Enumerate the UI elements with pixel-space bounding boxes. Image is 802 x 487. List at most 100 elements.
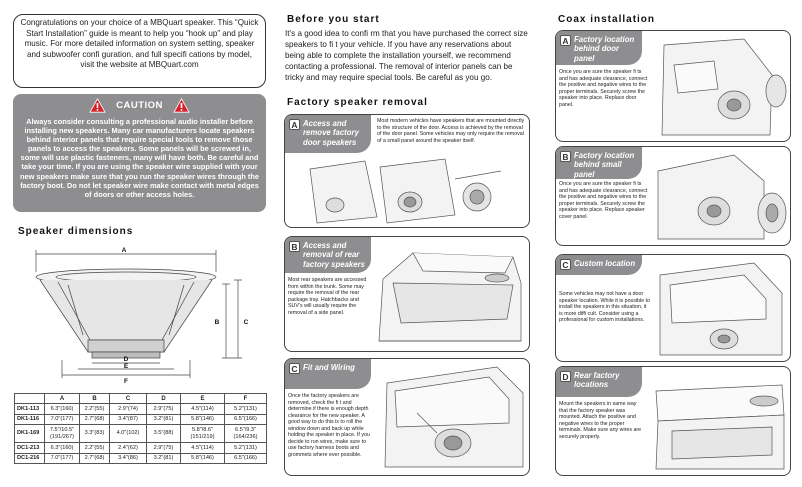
table-header-row: A B C D E F [14, 392, 267, 405]
table-cell: 5.2"(131) [224, 403, 267, 415]
panel-tab: B Factory location behind small panel [556, 147, 642, 179]
table-cell: 3.3"(83) [79, 424, 110, 444]
table-row: DK1-169 7.5"/10.5" (191/267) 3.3"(83) 4.… [14, 424, 267, 444]
panel-text: Some vehicles may not have a door speake… [559, 291, 650, 323]
model-cell: DK1-116 [14, 413, 45, 426]
coax-title: Coax installation [558, 14, 656, 25]
intro-text: Congratulations on your choice of a MBQu… [20, 18, 259, 70]
panel-tab: C Custom location [556, 255, 642, 275]
coax-panel-d: D Rear factory locations Mount the speak… [555, 366, 791, 476]
table-cell: 2.9"(75) [146, 442, 181, 454]
table-cell: 5.8"(146) [180, 452, 225, 464]
panel-label: Factory location behind door panel [574, 35, 635, 63]
table-header [14, 392, 45, 405]
coax-panel-c: C Custom location Some vehicles may not … [555, 254, 791, 362]
panel-label: Access and remove factory door speakers [303, 119, 359, 147]
table-header: C [109, 392, 147, 405]
warning-triangle-icon [89, 98, 106, 113]
speaker-dimensions-title: Speaker dimensions [18, 226, 134, 237]
model-cell: DK1-169 [14, 424, 45, 444]
table-cell: 4.5"(114) [180, 442, 225, 454]
before-text: It’s a good idea to conﬁ rm that you hav… [285, 29, 528, 83]
panel-letter: D [560, 371, 571, 382]
speaker-dimension-drawing: A B C D E F [35, 247, 249, 385]
table-cell: 5.8"(146) [180, 413, 225, 426]
table-cell: 2.9"(74) [109, 403, 147, 415]
dim-label-b: B [215, 319, 220, 326]
table-header: F [224, 392, 267, 405]
table-header: A [44, 392, 80, 405]
table-row: DK1-113 6.3"(160) 2.2"(55) 2.9"(74) 2.9"… [14, 403, 267, 415]
table-cell: 3.5"(88) [146, 424, 181, 444]
panel-letter: A [560, 35, 571, 46]
custom-location-illustration [659, 262, 783, 356]
table-cell: 6.5"(166) [224, 413, 267, 426]
before-title: Before you start [287, 14, 380, 25]
table-cell: 6.5"(166) [224, 452, 267, 464]
table-cell: 6.3"(160) [44, 442, 80, 454]
panel-text: Once the factory speakers are removed, c… [288, 393, 370, 458]
table-cell: 2.7"(68) [79, 413, 110, 426]
panel-tab: B Access and removal of rear factory spe… [285, 237, 371, 273]
window-fit-illustration [384, 366, 524, 468]
table-cell: 2.9"(75) [146, 403, 181, 415]
removal-panel-a: A Access and remove factory door speaker… [284, 114, 530, 228]
table-row: DK1-116 7.0"(177) 2.7"(68) 3.4"(87) 3.2"… [14, 413, 267, 426]
panel-letter: B [560, 151, 571, 162]
panel-text: Mount the speakers in same way that the … [559, 401, 642, 440]
panel-letter: C [289, 363, 300, 374]
trunk-illustration [378, 252, 522, 342]
dim-label-f: F [124, 378, 128, 385]
panel-text: Most rear speakers are accessed from wit… [288, 277, 367, 316]
table-cell: 6.5"/9.3" (164/236) [224, 424, 267, 444]
panel-tab: A Factory location behind door panel [556, 31, 642, 65]
table-row: DC1-213 6.3"(160) 2.2"(55) 2.4"(62) 2.9"… [14, 442, 267, 454]
dim-label-a: A [122, 247, 127, 254]
table-cell: 5.2"(131) [224, 442, 267, 454]
caution-box: CAUTION Always consider consulting a pro… [13, 94, 266, 212]
panel-text: Once you are sure the speaker ﬁ ts and h… [559, 181, 648, 220]
panel-tab: C Fit and Wiring [285, 359, 371, 389]
panel-text: Most modern vehicles have speakers that … [377, 118, 525, 144]
table-cell: 3.4"(86) [109, 452, 147, 464]
dim-label-e: E [124, 363, 129, 370]
coax-panel-a: A Factory location behind door panel Onc… [555, 30, 791, 142]
caution-header: CAUTION [19, 98, 260, 113]
panel-letter: C [560, 259, 571, 270]
table-cell: 6.3"(160) [44, 403, 80, 415]
table-cell: 4.5"(114) [180, 403, 225, 415]
table-cell: 7.0"(177) [44, 452, 80, 464]
dim-label-c: C [244, 319, 249, 326]
table-row: DC1-216 7.0"(177) 2.7"(68) 3.4"(86) 3.2"… [14, 452, 267, 464]
table-cell: 4.0"(102) [109, 424, 147, 444]
panel-letter: B [289, 241, 300, 252]
coax-panel-b: B Factory location behind small panel On… [555, 146, 791, 246]
intro-box: Congratulations on your choice of a MBQu… [13, 14, 266, 88]
table-header: B [79, 392, 110, 405]
table-header: D [146, 392, 181, 405]
removal-panel-c: C Fit and Wiring Once the factory speake… [284, 358, 530, 476]
caution-title: CAUTION [116, 99, 163, 111]
table-cell: 3.2"(81) [146, 413, 181, 426]
panel-tab: A Access and remove factory door speaker… [285, 115, 371, 153]
model-cell: DC1-213 [14, 442, 45, 454]
table-cell: 3.2"(81) [146, 452, 181, 464]
speaker-dimensions-table: A B C D E F DK1-113 6.3"(160) 2.2"(55) 2… [14, 392, 267, 464]
door-speaker-illustration [661, 38, 787, 136]
panel-letter: A [289, 119, 300, 130]
table-cell: 2.4"(62) [109, 442, 147, 454]
small-panel-speaker-illustration [657, 154, 787, 240]
panel-label: Factory location behind small panel [574, 151, 635, 179]
panel-label: Rear factory locations [574, 371, 620, 390]
warning-triangle-icon [173, 98, 190, 113]
table-cell: 2.7"(68) [79, 452, 110, 464]
panel-label: Fit and Wiring [303, 363, 355, 372]
panel-label: Custom location [574, 259, 636, 268]
dim-label-d: D [124, 356, 129, 363]
panel-tab: D Rear factory locations [556, 367, 642, 397]
panel-text: Once you are sure the speaker ﬁ ts and h… [559, 69, 648, 108]
table-cell: 2.2"(55) [79, 403, 110, 415]
table-header: E [180, 392, 225, 405]
model-cell: DK1-113 [14, 403, 45, 415]
panel-label: Access and removal of rear factory speak… [303, 241, 365, 269]
